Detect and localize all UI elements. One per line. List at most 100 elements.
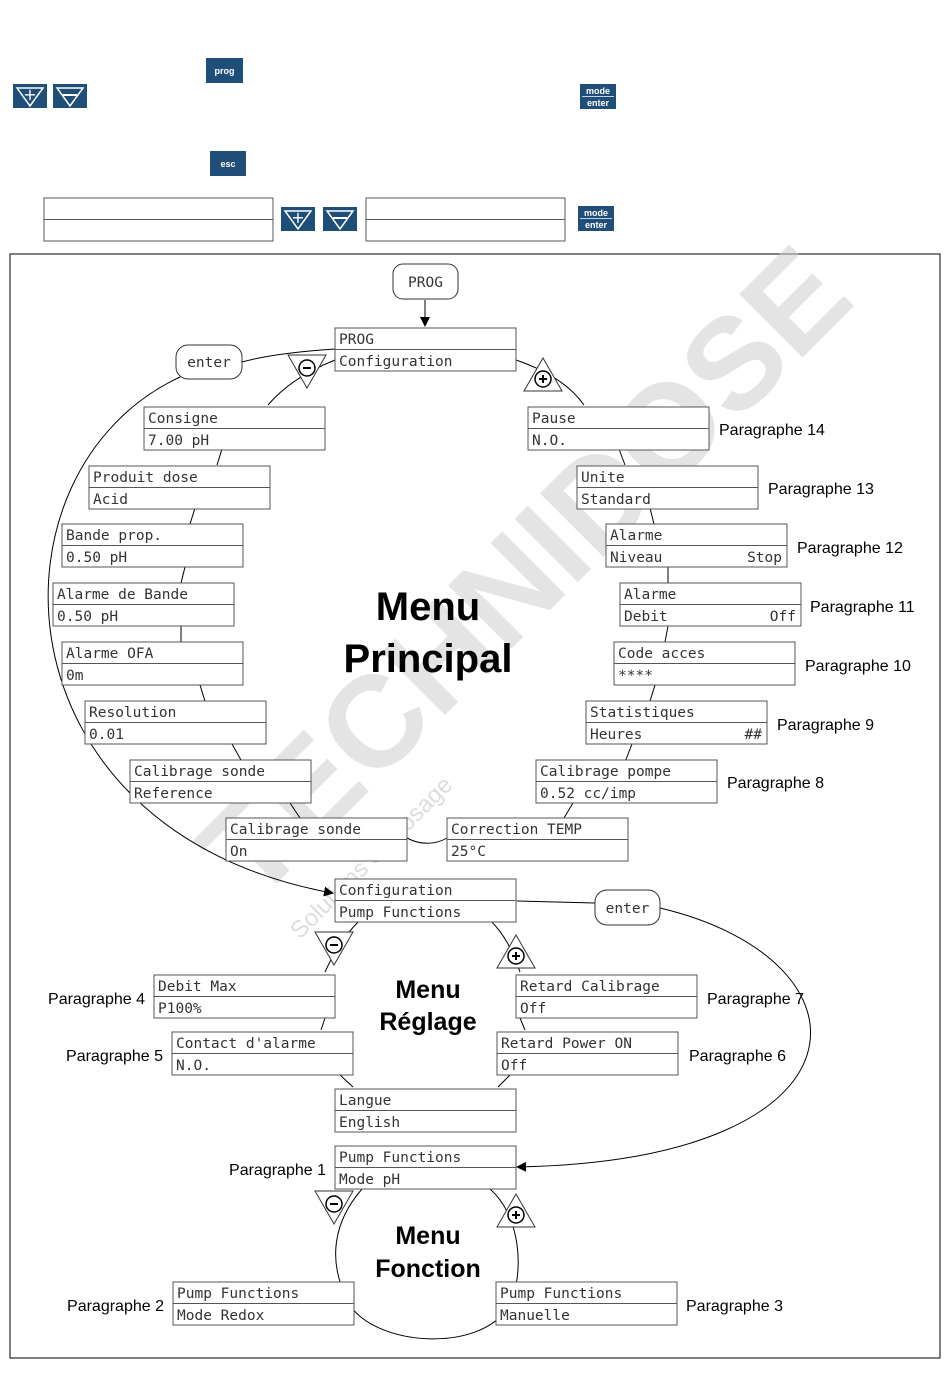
plus-triangle-icon (523, 356, 563, 392)
display-example-right (365, 197, 566, 242)
paragraph-9-label: Paragraphe 9 (777, 717, 874, 734)
display-line-2: Off (520, 1001, 546, 1017)
enter-bubble-1-label: enter (187, 355, 231, 371)
display-line-2: 0.01 (89, 727, 124, 743)
display-line-2: P100% (158, 1001, 202, 1017)
display-line-1: Code acces (618, 646, 705, 662)
paragraph-13-label: Paragraphe 13 (768, 481, 874, 498)
paragraph-3-label: Paragraphe 3 (686, 1298, 783, 1315)
display-line-1: Unite (581, 470, 625, 486)
display-line-1: Pump Functions (500, 1286, 622, 1302)
display-line-1: Produit dose (93, 470, 198, 486)
paragraph-labels: Paragraphe 14 Paragraphe 13 Paragraphe 1… (48, 422, 915, 1315)
display-box-bande: Bande prop.0.50 pH (61, 523, 244, 568)
paragraph-10-label: Paragraphe 10 (805, 658, 911, 675)
menu-fonction-line2: Fonction (375, 1255, 481, 1283)
display-line-2: Mode Redox (177, 1308, 265, 1324)
esc-key-icon: esc (210, 151, 246, 176)
display-line-1: Contact d'alarme (176, 1036, 316, 1052)
display-line-2: 0.52 cc/imp (540, 786, 636, 802)
menu-fonction-line1: Menu (395, 1222, 460, 1250)
display-box-prog-config: PROG Configuration (334, 327, 517, 372)
display-line-2: 0.50 pH (57, 609, 118, 625)
menu-fonction-title: Menu Fonction (375, 1222, 481, 1283)
display-line-2: **** (618, 668, 653, 684)
display-line-2: 0m (66, 668, 84, 684)
display-line-2: Configuration (339, 354, 453, 370)
display-line-1: PROG (339, 332, 374, 348)
menu-reglage-title: Menu Réglage (379, 976, 476, 1036)
display-line-1: Alarme de Bande (57, 587, 188, 603)
display-line-2: Manuelle (500, 1308, 570, 1324)
svg-text:+: + (291, 208, 304, 227)
plus-triangle-icon (496, 933, 536, 969)
menu-reglage-line1: Menu (395, 976, 460, 1004)
minus-triangle-icon (314, 931, 354, 967)
display-line-2: Off (501, 1058, 527, 1074)
display-line-1: Bande prop. (66, 528, 162, 544)
display-line-2: Mode pH (339, 1172, 400, 1188)
display-line-1: Correction TEMP (451, 822, 582, 838)
display-box-code: Code acces **** (613, 641, 796, 686)
paragraph-14-label: Paragraphe 14 (719, 422, 825, 439)
paragraph-5-label: Paragraphe 5 (66, 1048, 163, 1065)
display-line-2: Heures (590, 727, 642, 743)
display-box-alarme-ofa: Alarme OFA 0m (61, 641, 244, 686)
svg-text:+: + (23, 85, 36, 104)
menu-reglage-line2: Réglage (379, 1008, 476, 1036)
minus-key-icon-2 (323, 207, 357, 231)
menu-principal-title: Menu Principal (344, 585, 513, 681)
display-line-1: Configuration (339, 883, 453, 899)
display-line-2: Standard (581, 492, 651, 508)
mode-enter-key-icon: mode enter (580, 84, 616, 109)
paragraph-11-label: Paragraphe 11 (810, 599, 915, 616)
display-line-2: Acid (93, 492, 128, 508)
prog-node-label: PROG (408, 275, 443, 291)
mode-key-label: mode (586, 86, 610, 96)
display-line-1: Pump Functions (339, 1150, 461, 1166)
enter-bubble-2: enter (594, 889, 661, 926)
display-line-2: On (230, 844, 247, 860)
display-line-2: Reference (134, 786, 213, 802)
display-line-1: Alarme (624, 587, 676, 603)
display-line-2: English (339, 1115, 400, 1131)
display-line-1: Consigne (148, 411, 218, 427)
paragraph-6-label: Paragraphe 6 (689, 1048, 786, 1065)
navigation-triangles (287, 354, 563, 1228)
connector-lines (47, 300, 811, 1340)
display-example-left (43, 197, 274, 242)
display-box-consigne: Consigne 7.00 pH (143, 406, 326, 451)
prog-node: PROG (392, 263, 459, 300)
prog-key-icon: prog (206, 58, 243, 83)
plus-key-icon-2: + (281, 207, 315, 231)
display-line-2-right: Off (770, 609, 796, 625)
display-line-1: Alarme OFA (66, 646, 154, 662)
minus-triangle-icon (287, 354, 327, 390)
paragraph-1-label: Paragraphe 1 (229, 1162, 326, 1179)
display-line-2: 7.00 pH (148, 433, 209, 449)
paragraph-8-label: Paragraphe 8 (727, 775, 824, 792)
mode-enter-key-icon-2: mode enter (578, 206, 614, 231)
diagram-frame (9, 253, 941, 1359)
display-line-2-right: ## (745, 727, 763, 743)
display-line-2: Niveau (610, 550, 662, 566)
minus-key-icon (53, 84, 87, 108)
